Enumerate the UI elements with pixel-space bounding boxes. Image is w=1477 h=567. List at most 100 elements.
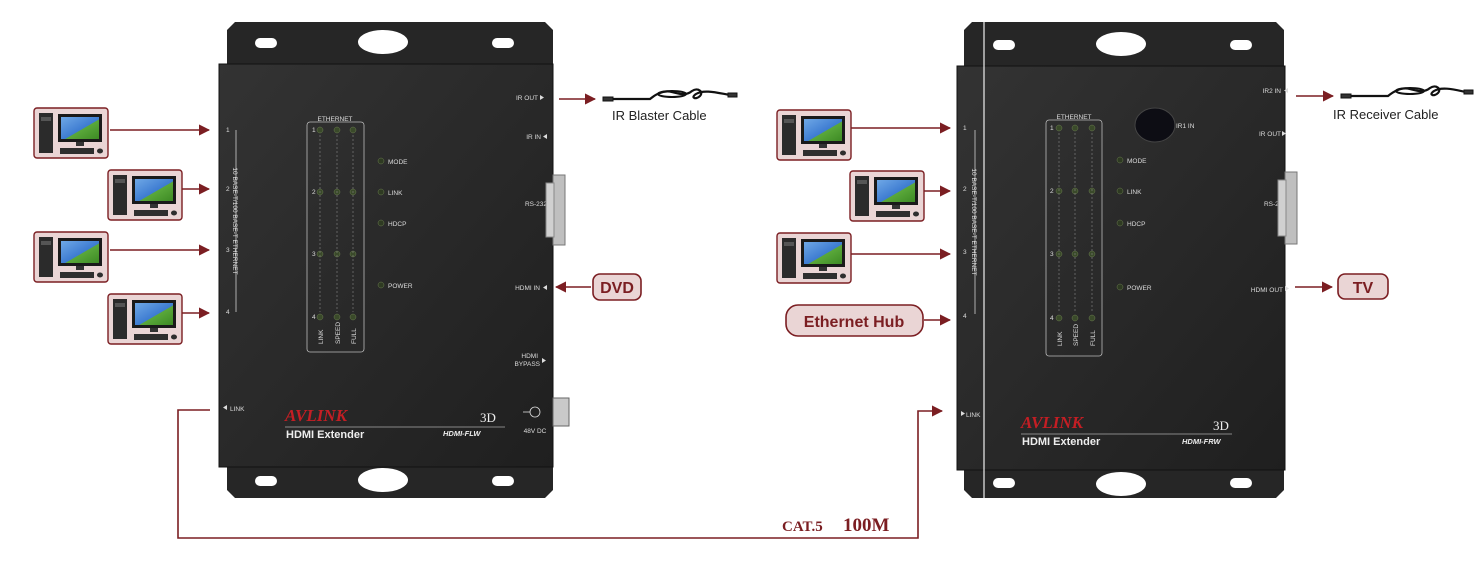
col-label-link: LINK: [318, 329, 325, 344]
col-label-speed: SPEED: [1073, 324, 1080, 346]
computer-icon: [776, 109, 852, 161]
led-power: POWER: [388, 283, 413, 290]
badge-3d: 3D: [1213, 418, 1229, 433]
port-number: 2: [226, 186, 230, 193]
model-number: HDMI-FRW: [1182, 437, 1222, 446]
mount-slot: [993, 40, 1015, 50]
ir-blaster-label: IR Blaster Cable: [612, 108, 707, 123]
panel-port-number: 3: [1050, 251, 1054, 258]
ir-blaster-cable-icon: [602, 88, 738, 102]
port-ir-out: IR OUT: [516, 95, 538, 102]
mount-slot: [492, 38, 514, 48]
rs232-connector: [545, 174, 566, 246]
left-extender-unit: 10 BASE-T/100 BASE-T ETHERNET 1 2 3 4 ET…: [218, 22, 570, 498]
port-number: 4: [963, 313, 967, 320]
tv-label: TV: [1353, 280, 1374, 297]
port-number: 1: [963, 125, 967, 132]
ethernet-led-panel: [306, 121, 365, 353]
port-ir-out: IR OUT: [1259, 131, 1281, 138]
mount-slot: [255, 38, 277, 48]
led-mode: MODE: [1127, 158, 1147, 165]
computer-icon: [107, 169, 183, 221]
mount-hole: [358, 30, 408, 54]
computer-icon: [849, 170, 925, 222]
dvd-pill: DVD: [592, 273, 642, 301]
model-number: HDMI-FLW: [443, 429, 481, 438]
ethernet-hub-label: Ethernet Hub: [804, 314, 905, 331]
ethernet-header: ETHERNET: [1056, 114, 1091, 121]
mount-hole: [358, 468, 408, 492]
mount-slot: [255, 476, 277, 486]
panel-port-number: 1: [312, 127, 316, 134]
port-ir-in: IR IN: [526, 134, 541, 141]
cat5-link-cable: [177, 405, 944, 539]
brand-logo: AVLINK: [1020, 413, 1085, 432]
ethernet-led-panel: [1045, 119, 1103, 357]
port-power: 48V DC: [524, 428, 547, 435]
port-hdmi-in: HDMI IN: [515, 285, 540, 292]
product-name: HDMI Extender: [1022, 436, 1101, 448]
ethernet-header: ETHERNET: [317, 116, 352, 123]
ethernet-vertical-label: 10 BASE-T/100 BASE-T ETHERNET: [970, 168, 977, 275]
badge-3d: 3D: [480, 410, 496, 425]
panel-port-number: 4: [312, 314, 316, 321]
computer-icon: [776, 232, 852, 284]
port-rs232: RS-232: [1264, 201, 1286, 208]
brand-logo: AVLINK: [284, 406, 349, 425]
panel-port-number: 3: [312, 251, 316, 258]
mount-hole: [1096, 32, 1146, 56]
ethernet-vertical-label: 10 BASE-T/100 BASE-T ETHERNET: [231, 167, 238, 274]
led-link: LINK: [388, 190, 403, 197]
ethernet-hub-pill: Ethernet Hub: [785, 304, 924, 337]
led-hdcp: HDCP: [1127, 221, 1145, 228]
cable-speed-label: 100M: [843, 515, 890, 536]
panel-port-number: 4: [1050, 315, 1054, 322]
computer-icon: [107, 293, 183, 345]
port-number: 3: [226, 247, 230, 254]
mount-hole: [1096, 472, 1146, 496]
dvd-label: DVD: [600, 280, 634, 297]
led-link: LINK: [1127, 189, 1142, 196]
col-label-full: FULL: [351, 328, 358, 344]
port-hdmi-bypass-line2: BYPASS: [514, 361, 540, 368]
port-number: 4: [226, 309, 230, 316]
right-extender-unit: 10 BASE-T/100 BASE-T ETHERNET 1 2 3 4 ET…: [956, 22, 1298, 498]
panel-port-number: 2: [1050, 188, 1054, 195]
port-hdmi-bypass-line1: HDMI: [521, 353, 538, 360]
product-name: HDMI Extender: [286, 429, 365, 441]
ir1-in-label: IR1 IN: [1176, 123, 1195, 130]
port-link: LINK: [966, 412, 981, 419]
ethernet-led-grid: [316, 126, 357, 321]
mount-slot: [1230, 478, 1252, 488]
ir-sensor-window: [1134, 107, 1176, 143]
col-label-speed: SPEED: [335, 322, 342, 344]
col-label-link: LINK: [1057, 331, 1064, 346]
connection-arrows: [110, 90, 1335, 539]
panel-port-number: 2: [312, 189, 316, 196]
col-label-full: FULL: [1090, 330, 1097, 346]
ir-receiver-label: IR Receiver Cable: [1333, 107, 1439, 122]
mount-slot: [492, 476, 514, 486]
port-number: 1: [226, 127, 230, 134]
mount-slot: [1230, 40, 1252, 50]
port-rs232: RS-232: [525, 201, 547, 208]
computer-icon: [33, 107, 109, 159]
port-link: LINK: [230, 406, 245, 413]
cable-type-label: CAT.5: [782, 519, 823, 535]
led-hdcp: HDCP: [388, 221, 406, 228]
led-power: POWER: [1127, 285, 1152, 292]
port-number: 2: [963, 186, 967, 193]
device-body: [956, 65, 1286, 471]
rs232-connector: [1277, 171, 1298, 245]
port-number: 3: [963, 249, 967, 256]
computer-icon: [33, 231, 109, 283]
mount-slot: [993, 478, 1015, 488]
tv-pill: TV: [1337, 273, 1389, 300]
device-body: [218, 63, 554, 468]
port-ir2-in: IR2 IN: [1263, 88, 1282, 95]
port-hdmi-out: HDMI OUT: [1251, 287, 1283, 294]
panel-port-number: 1: [1050, 125, 1054, 132]
dc-power-connector: [523, 397, 570, 427]
led-mode: MODE: [388, 159, 408, 166]
